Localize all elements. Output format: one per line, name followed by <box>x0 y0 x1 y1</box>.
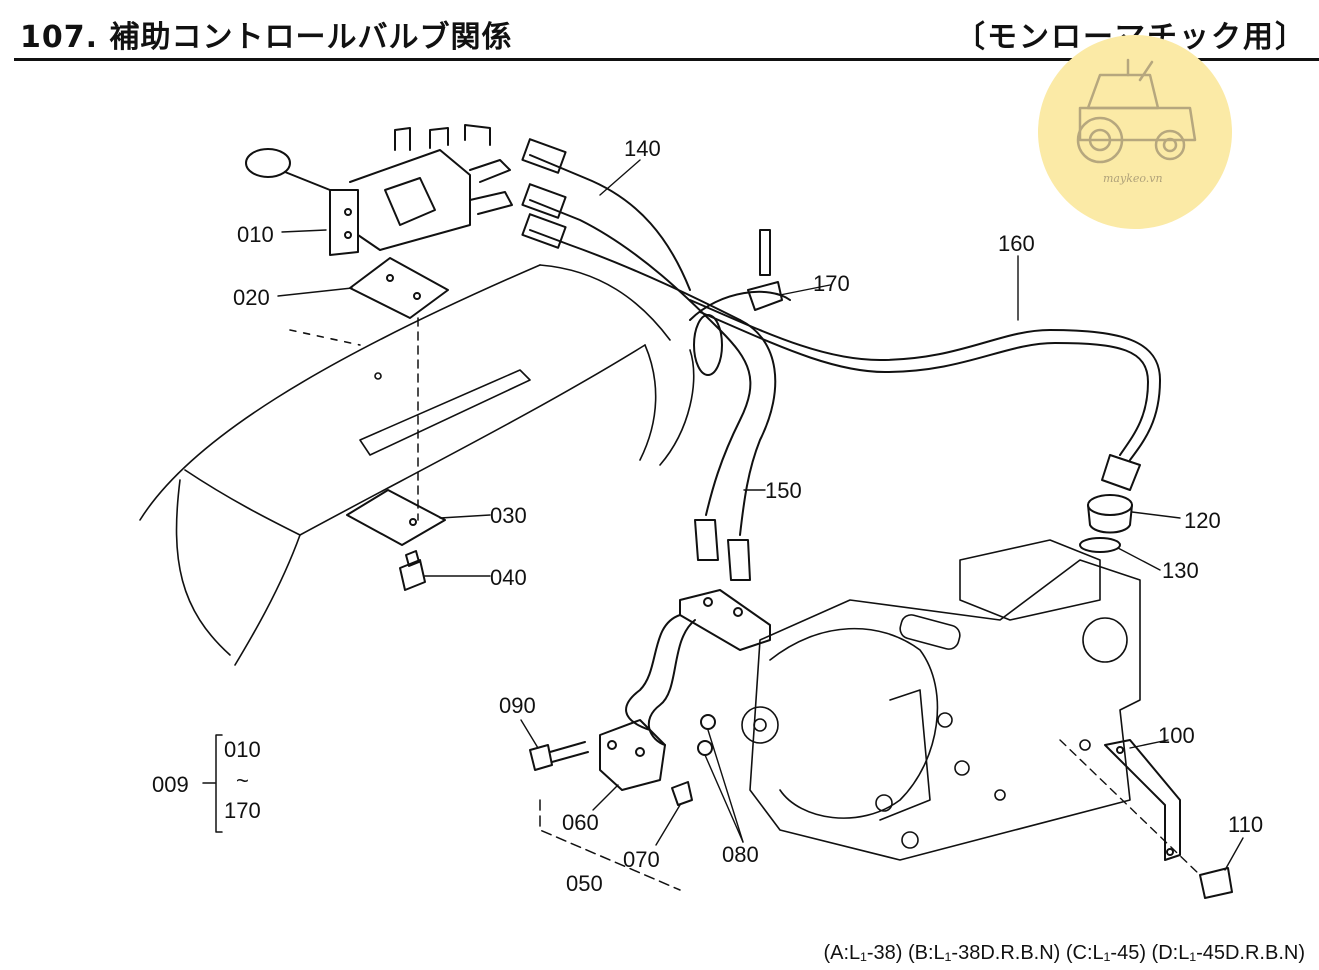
hose-140 <box>521 138 741 331</box>
bolt-110 <box>1199 867 1233 899</box>
header-rule <box>14 58 1319 61</box>
part-label-060: 060 <box>562 810 599 835</box>
assembly-range-tilde: ~ <box>236 768 249 793</box>
part-label-010: 010 <box>237 222 274 247</box>
part-label-070: 070 <box>623 847 660 872</box>
plate-030 <box>346 489 446 546</box>
assembly-range-start: 010 <box>224 737 261 762</box>
part-label-090: 090 <box>499 693 536 718</box>
part-label-130: 130 <box>1162 558 1199 583</box>
part-label-120: 120 <box>1184 508 1221 533</box>
o-ring-130 <box>1079 537 1121 553</box>
part-label-110: 110 <box>1228 812 1263 837</box>
hose-150 <box>693 314 777 581</box>
part-labels: 010 020 030 040 050 060 070 080 090 100 … <box>233 136 1263 896</box>
part-label-140: 140 <box>624 136 661 161</box>
part-label-160: 160 <box>998 231 1035 256</box>
assembly-group-009: 009 010 ~ 170 <box>152 734 261 833</box>
block-060 <box>599 589 771 791</box>
watermark-circle <box>1038 35 1232 229</box>
part-label-020: 020 <box>233 285 270 310</box>
control-valve-010 <box>245 124 513 256</box>
plate-020 <box>349 257 449 319</box>
part-label-030: 030 <box>490 503 527 528</box>
part-label-170: 170 <box>813 271 850 296</box>
transmission-housing <box>741 539 1141 861</box>
bolt-090 <box>529 741 589 771</box>
page-title: 107. 補助コントロールバルブ関係 <box>20 20 513 55</box>
tractor-body-outline <box>139 264 695 666</box>
part-label-080: 080 <box>722 842 759 867</box>
part-label-050: 050 <box>566 871 603 896</box>
bracket-050-guide <box>539 799 681 891</box>
bracket-100 <box>1059 739 1201 876</box>
fitting-070 <box>671 781 693 806</box>
part-label-100: 100 <box>1158 723 1195 748</box>
assembly-number: 009 <box>152 772 189 797</box>
pipe-160 <box>689 299 1161 491</box>
fitting-120 <box>1087 494 1133 534</box>
assembly-range-end: 170 <box>224 798 261 823</box>
watermark-logo: maykeo.vn <box>1038 35 1232 229</box>
watermark-text: maykeo.vn <box>1103 172 1163 185</box>
leader-lines <box>277 159 1244 871</box>
bolt-040 <box>399 550 426 591</box>
part-label-040: 040 <box>490 565 527 590</box>
model-applicability-footer: (A:L₁-38) (B:L₁-38D.R.B.N) (C:L₁-45) (D:… <box>823 942 1305 964</box>
tractor-icon <box>1076 58 1197 164</box>
o-rings-080 <box>697 714 716 756</box>
part-label-150: 150 <box>765 478 802 503</box>
